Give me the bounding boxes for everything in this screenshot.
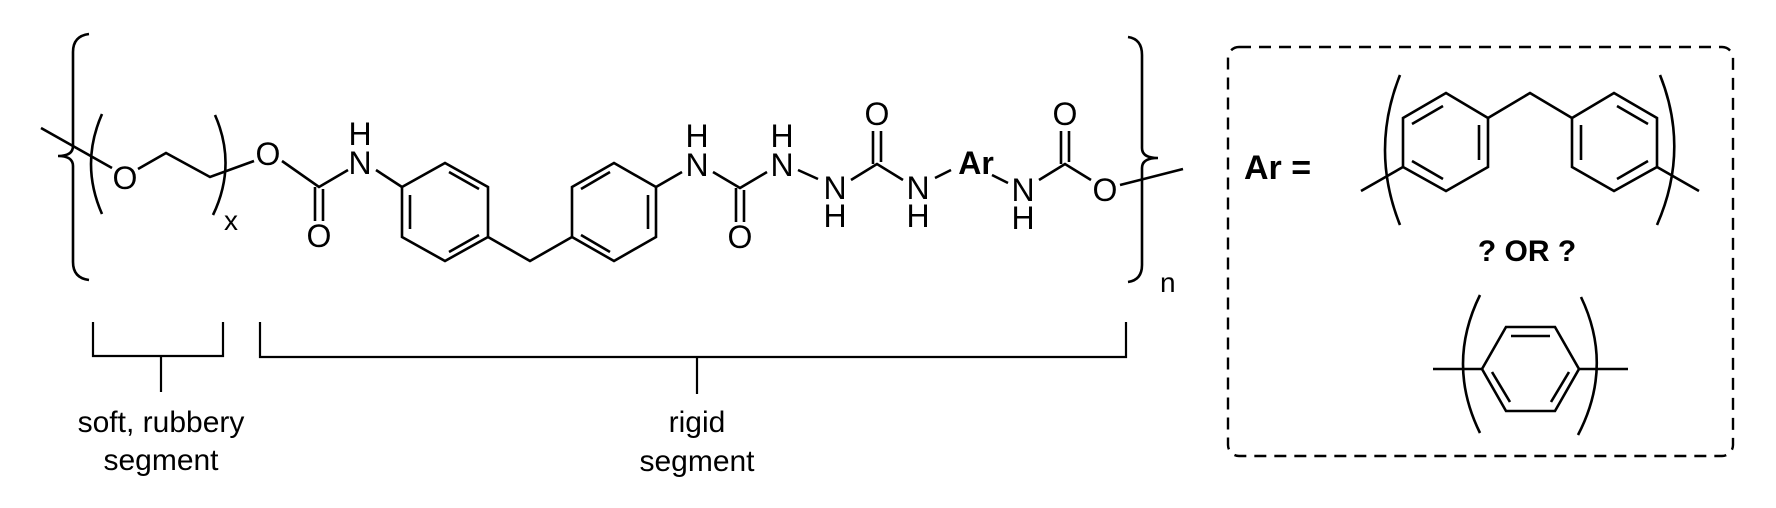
benzene-ring-2 <box>570 161 658 263</box>
atom-o-ester1: O <box>256 136 281 172</box>
n-ar-bond <box>934 168 952 180</box>
carbamate1-bonds <box>281 159 349 189</box>
rigid-segment-label-line2: segment <box>639 445 755 478</box>
atom-n-hydrazide1: N <box>770 147 793 183</box>
ar-n-bond <box>991 173 1009 185</box>
left-chain-end-bond <box>40 126 113 170</box>
atom-h-urea1: H <box>685 118 708 154</box>
urea1-bonds <box>712 170 768 190</box>
atom-h-urea2: H <box>906 198 929 234</box>
atom-o-carbonyl3: O <box>865 96 890 132</box>
atom-o-ether: O <box>113 160 138 196</box>
benzene-ring-1 <box>400 161 490 263</box>
atom-o-carbonyl4: O <box>1053 96 1078 132</box>
atom-o-ester2: O <box>1093 172 1118 208</box>
atom-h-hydrazide1: H <box>770 118 793 154</box>
atom-h-carbamate2: H <box>1011 200 1034 236</box>
subscript-x: x <box>224 205 238 236</box>
ethylene-bonds <box>137 151 255 179</box>
ar-option-methylenediphenyl <box>1360 74 1700 226</box>
ar-definition-box <box>1226 45 1735 458</box>
peg-repeat-parentheses <box>89 113 227 216</box>
n-n-bond <box>797 168 819 181</box>
atom-n-carbamate1: N <box>348 145 371 181</box>
soft-segment-label-line2: segment <box>103 444 219 477</box>
atom-o-carbonyl1: O <box>307 218 332 254</box>
right-chain-end-bond <box>1119 167 1184 187</box>
rigid-segment-bracket <box>258 322 1128 394</box>
atom-n-hydrazide2: N <box>823 170 846 206</box>
atom-o-carbonyl2: O <box>728 219 753 255</box>
atom-h-carbamate1: H <box>348 116 371 152</box>
atom-ar-group: Ar <box>958 145 994 181</box>
ring2-n-bond <box>655 170 683 189</box>
atom-n-urea2: N <box>906 170 929 206</box>
rigid-segment-label-line1: rigid <box>669 406 726 439</box>
atom-n-urea1: N <box>685 147 708 183</box>
ar-equals-label: Ar = <box>1244 149 1311 187</box>
soft-segment-label-line1: soft, rubbery <box>78 406 245 439</box>
subscript-n: n <box>1160 267 1176 298</box>
atom-h-hydrazide2: H <box>823 198 846 234</box>
n-ring1-bond <box>375 168 403 189</box>
outer-left-brace <box>57 32 90 282</box>
ar-option-para-phenylene <box>1433 294 1628 436</box>
carbamate2-bonds <box>1038 162 1092 182</box>
atom-n-carbamate2: N <box>1011 172 1034 208</box>
or-separator: ? OR ? <box>1478 235 1576 268</box>
soft-segment-bracket <box>91 322 225 392</box>
urea2-bonds <box>850 162 904 182</box>
methylene-bridge <box>487 235 573 263</box>
outer-right-brace <box>1127 35 1159 284</box>
